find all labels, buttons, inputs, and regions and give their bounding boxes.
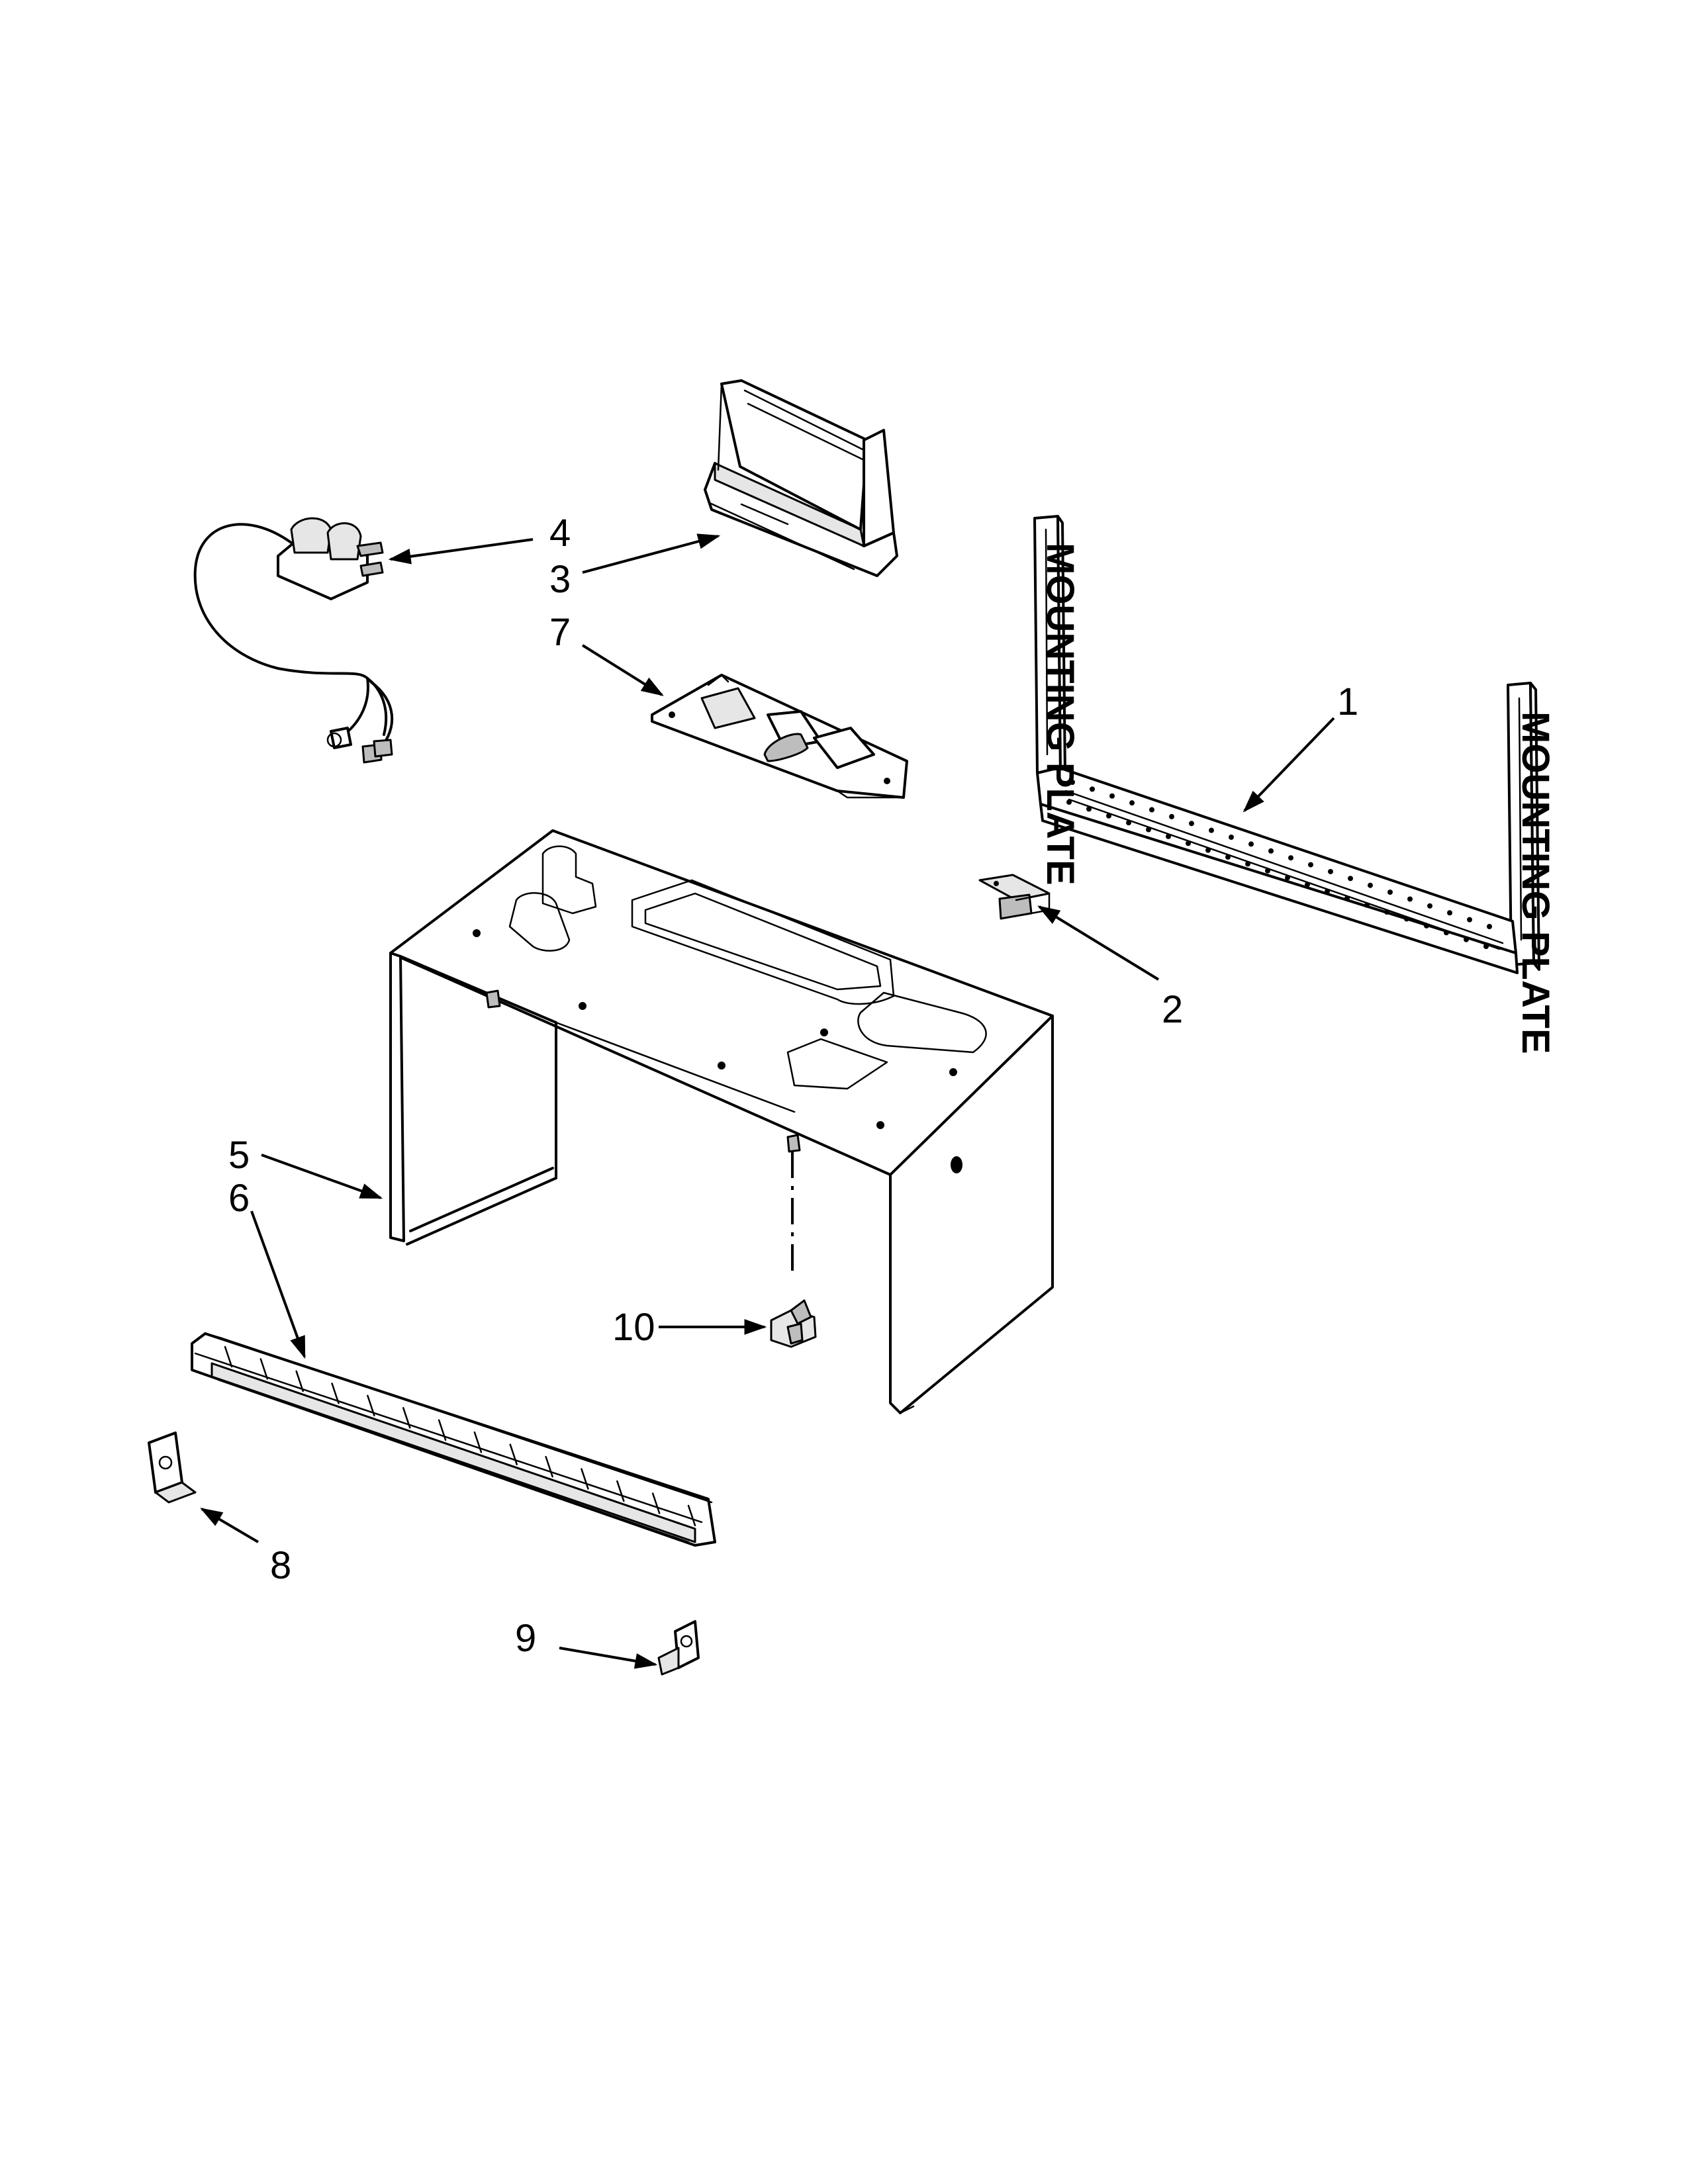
rail-hole xyxy=(1149,807,1154,813)
callout-9: 9 xyxy=(515,1617,536,1660)
leader-6 xyxy=(250,1210,306,1359)
corner-bracket-part xyxy=(148,1432,197,1504)
callout-6: 6 xyxy=(228,1177,250,1220)
rail-hole xyxy=(1467,917,1472,923)
callout-10: 10 xyxy=(612,1306,655,1349)
leader-4 xyxy=(388,538,534,565)
rail-hole xyxy=(1126,820,1131,826)
trim-slat xyxy=(331,1383,340,1404)
leader-lines xyxy=(200,533,1335,1669)
bottom-trim-part xyxy=(191,1332,716,1547)
rail-hole xyxy=(1404,916,1409,922)
mounting-plate-stamp-left: MOUNTING PLATE xyxy=(1039,543,1082,886)
rail-hole xyxy=(1447,910,1452,916)
leader-9 xyxy=(559,1647,658,1669)
rail-hole xyxy=(1424,923,1429,929)
trim-slat xyxy=(651,1492,661,1514)
trim-slat xyxy=(259,1358,269,1380)
rail-hole xyxy=(1487,924,1492,929)
leader-3 xyxy=(582,533,721,574)
leader-1 xyxy=(1243,717,1335,813)
callout-2: 2 xyxy=(1162,988,1183,1031)
callout-4: 4 xyxy=(549,512,571,555)
callout-3: 3 xyxy=(549,558,571,601)
rail-hole xyxy=(1328,868,1333,874)
trim-slat xyxy=(545,1455,553,1478)
rail-hole xyxy=(1288,855,1293,861)
trim-slat xyxy=(367,1394,375,1417)
callout-7: 7 xyxy=(549,611,571,654)
rail-hole xyxy=(1285,875,1290,881)
callout-8: 8 xyxy=(270,1544,291,1587)
leader-2 xyxy=(1037,905,1160,981)
trim-slat xyxy=(402,1407,411,1429)
callout-1: 1 xyxy=(1337,680,1358,723)
rail-hole xyxy=(1106,813,1111,819)
trim-slat xyxy=(616,1480,625,1502)
rail-hole xyxy=(1427,903,1432,909)
rail-hole xyxy=(1344,895,1350,901)
mounting-plate-stamp-right: MOUNTING PLATE xyxy=(1514,711,1557,1054)
trim-slat xyxy=(438,1419,447,1441)
rail-hole xyxy=(1209,827,1214,833)
small-clip-bracket-part xyxy=(657,1620,700,1676)
callout-labels: 1 2 3 4 5 6 7 8 9 10 xyxy=(228,512,1358,1660)
rail-hole xyxy=(1444,930,1449,936)
rail-hole xyxy=(1387,889,1393,895)
rail-hole xyxy=(1245,861,1250,867)
rail-hole xyxy=(1086,806,1092,812)
rail-hole xyxy=(1229,835,1234,841)
rail-hole xyxy=(1205,847,1211,853)
trim-slat xyxy=(509,1443,518,1465)
vent-grille-part xyxy=(704,379,898,577)
rail-hole xyxy=(1129,800,1135,806)
rail-hole xyxy=(1325,888,1330,894)
trim-slat xyxy=(473,1431,483,1453)
rail-hole xyxy=(1364,902,1370,908)
rail-hole xyxy=(1090,786,1095,792)
rail-hole xyxy=(1189,821,1194,827)
power-cord-part xyxy=(193,517,394,764)
rail-hole xyxy=(1169,813,1174,819)
rail-hole xyxy=(1348,876,1353,882)
leader-8 xyxy=(200,1508,259,1543)
rail-hole xyxy=(1308,862,1313,868)
clip-part xyxy=(770,1299,817,1348)
rail-hole xyxy=(1305,882,1310,887)
rail-hole xyxy=(1109,793,1115,799)
rail-hole xyxy=(1070,780,1075,785)
mounting-plate-part: MOUNTING PLATE MOUNTING PLATE xyxy=(1033,515,1557,1054)
trim-slat xyxy=(295,1370,304,1392)
rail-hole xyxy=(1248,841,1254,847)
rail-hole xyxy=(1407,896,1413,902)
rail-hole xyxy=(1066,799,1072,805)
trim-slat xyxy=(581,1468,589,1490)
leader-5 xyxy=(261,1154,383,1199)
rail-hole xyxy=(1368,882,1373,888)
rail-hole xyxy=(1265,868,1270,874)
rail-hole xyxy=(1225,854,1231,860)
leader-7 xyxy=(581,644,664,696)
small-bracket-part xyxy=(978,874,1051,920)
rail-hole xyxy=(1146,827,1151,833)
trim-slat xyxy=(224,1345,233,1368)
rail-hole xyxy=(1268,848,1274,854)
control-bracket-part xyxy=(651,674,908,799)
rail-hole xyxy=(1186,841,1191,846)
trim-slat xyxy=(687,1504,696,1527)
rail-hole xyxy=(1166,833,1171,839)
rail-hole xyxy=(1384,909,1389,915)
callout-5: 5 xyxy=(228,1134,250,1177)
rail-hole xyxy=(1464,936,1469,942)
cabinet-wrapper-part xyxy=(389,829,1054,1414)
rail-hole xyxy=(1483,944,1489,949)
